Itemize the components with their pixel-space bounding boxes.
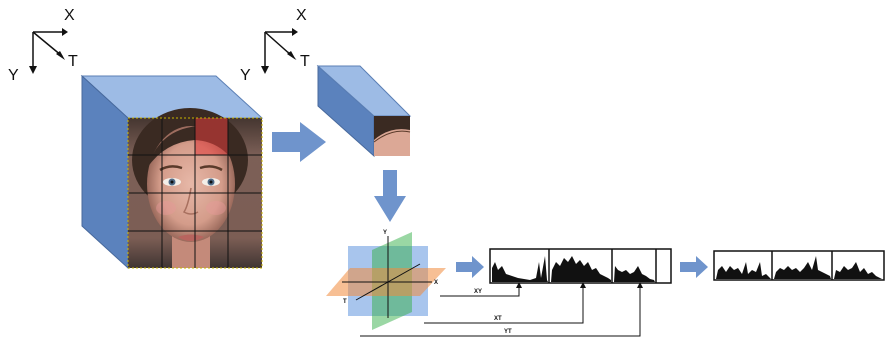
patch-block bbox=[316, 64, 412, 158]
plane-x-label: X bbox=[434, 280, 438, 286]
axis-x-label: X bbox=[296, 7, 307, 24]
highlight-block bbox=[195, 118, 228, 155]
axis-glyph-left: X Y T bbox=[8, 7, 78, 84]
face-image bbox=[127, 108, 263, 269]
arrow-right-icon bbox=[272, 122, 326, 162]
connector-xy bbox=[440, 282, 522, 297]
plane-t-label: T bbox=[343, 299, 347, 305]
histogram-graphic bbox=[492, 256, 548, 282]
plane-y-label: Y bbox=[383, 230, 387, 236]
axis-x-label: X bbox=[64, 7, 75, 24]
connector-yt-label: YT bbox=[504, 329, 512, 335]
histogram-graphic bbox=[551, 256, 611, 282]
histogram-graphic bbox=[614, 266, 655, 282]
histogram-strip-per-block bbox=[489, 248, 672, 284]
arrow-right-icon bbox=[456, 256, 484, 278]
connector-xy-label: XY bbox=[474, 289, 482, 295]
connector-xt bbox=[424, 282, 586, 324]
arrow-down-icon bbox=[374, 170, 406, 222]
histogram-graphic bbox=[834, 262, 882, 279]
axis-y-label: Y bbox=[8, 67, 19, 84]
histogram-graphic bbox=[716, 262, 771, 279]
histogram-strip-concatenated bbox=[713, 250, 885, 281]
axis-t-label: T bbox=[68, 53, 78, 70]
three-orthogonal-planes: Y X T bbox=[326, 230, 446, 330]
connector-xt-label: XT bbox=[494, 316, 502, 322]
histogram-graphic bbox=[774, 256, 831, 279]
axis-t-label: T bbox=[300, 53, 310, 70]
arrow-right-icon bbox=[680, 256, 708, 278]
axis-glyph-middle: X Y T bbox=[240, 7, 310, 84]
axis-y-label: Y bbox=[240, 67, 251, 84]
connector-yt bbox=[360, 282, 643, 337]
